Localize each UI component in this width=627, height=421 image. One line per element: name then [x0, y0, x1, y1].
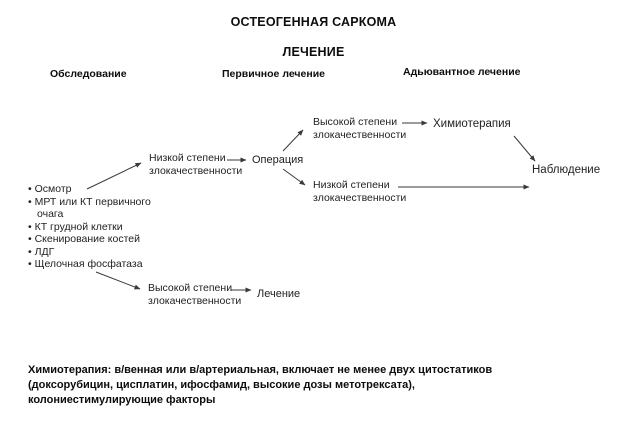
- node-treatment: Лечение: [257, 288, 301, 300]
- footnote-line3: колониестимулирующие факторы: [28, 394, 216, 406]
- node-high-grade-bottom-line1: Высокой степени: [148, 282, 233, 294]
- node-observation: Наблюдение: [532, 164, 601, 176]
- node-low-grade-1-line2: злокачественности: [149, 165, 243, 177]
- arrow-list-to-high-grade-bottom: [95, 271, 141, 290]
- arrow-operation-to-low-grade-2: [282, 168, 306, 186]
- page-title-line1: ОСТЕОГЕННАЯ САРКОМА: [230, 15, 397, 29]
- exam-item-mrt-kt: МРТ или КТ первичного очага: [28, 196, 172, 221]
- arrow-chemotherapy-to-observation: [513, 135, 536, 162]
- node-low-grade-1: Низкой степени злокачественности: [149, 152, 242, 178]
- page-title: ОСТЕОГЕННАЯ САРКОМА ЛЕЧЕНИЕ: [0, 0, 627, 75]
- examination-list: Осмотр МРТ или КТ первичного очага КТ гр…: [28, 183, 172, 271]
- node-low-grade-1-line1: Низкой степени: [149, 152, 226, 164]
- column-header-primary-treatment: Первичное лечение: [222, 68, 326, 80]
- node-high-grade-bottom: Высокой степени злокачественности: [148, 282, 241, 308]
- page-title-line2: ЛЕЧЕНИЕ: [282, 45, 345, 59]
- exam-item-alkaline-phosphatase: Щелочная фосфатаза: [28, 258, 172, 271]
- node-chemotherapy: Химиотерапия: [433, 118, 511, 130]
- column-header-examination: Обследование: [50, 68, 127, 80]
- node-high-grade-top-line2: злокачественности: [313, 129, 407, 141]
- node-low-grade-2-line2: злокачественности: [313, 192, 407, 204]
- node-high-grade-top: Высокой степени злокачественности: [313, 116, 406, 142]
- node-high-grade-bottom-line2: злокачественности: [148, 295, 242, 307]
- footnote-line2: (доксорубицин, цисплатин, ифосфамид, выс…: [28, 379, 415, 391]
- exam-item-ldg: ЛДГ: [28, 246, 172, 259]
- exam-item-kt-chest: КТ грудной клетки: [28, 221, 172, 234]
- footnote-line1: Химиотерапия: в/венная или в/артериальна…: [28, 364, 493, 376]
- arrow-operation-to-high-grade-top: [282, 129, 304, 152]
- node-low-grade-2-line1: Низкой степени: [313, 179, 390, 191]
- node-high-grade-top-line1: Высокой степени: [313, 116, 398, 128]
- exam-item-bone-scan: Скенирование костей: [28, 233, 172, 246]
- node-operation: Операция: [252, 154, 304, 166]
- exam-item-osmotr: Осмотр: [28, 183, 172, 196]
- node-low-grade-2: Низкой степени злокачественности: [313, 179, 406, 205]
- column-header-adjuvant-treatment: Адьювантное лечение: [403, 66, 521, 78]
- chemotherapy-footnote: Химиотерапия: в/венная или в/артериальна…: [28, 363, 508, 408]
